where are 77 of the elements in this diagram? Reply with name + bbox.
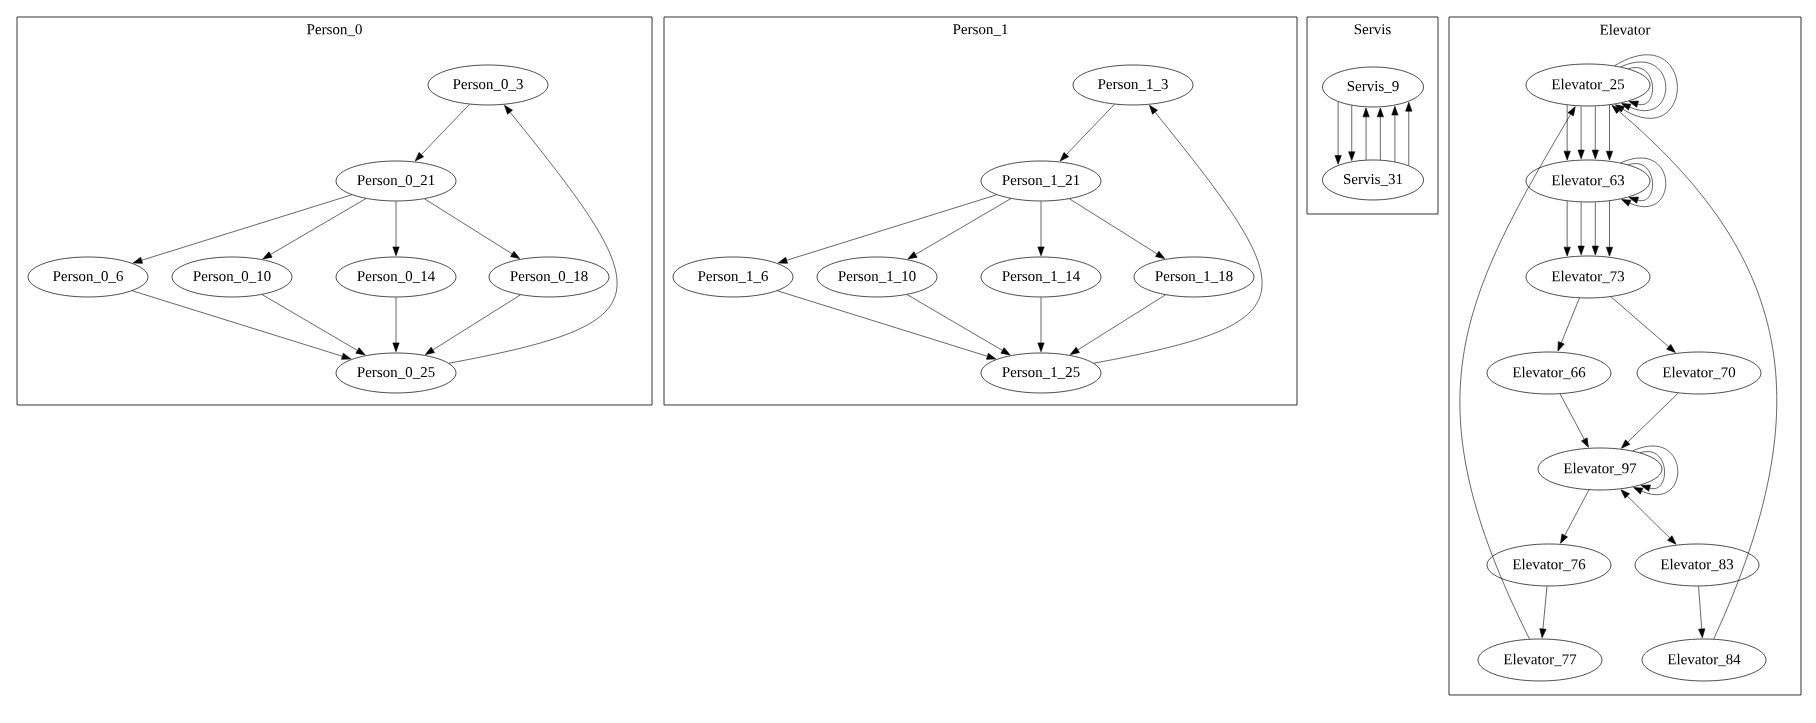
ellipse-node: Person_0_18 bbox=[488, 256, 610, 298]
ellipse-node: Person_1_25 bbox=[980, 352, 1102, 394]
arrow bbox=[424, 198, 520, 259]
arrow bbox=[1620, 158, 1667, 207]
arrow bbox=[1628, 163, 1653, 204]
ellipse-node: Elevator_84 bbox=[1641, 638, 1767, 682]
arrow bbox=[1037, 297, 1045, 353]
ellipse-node: Elevator_73 bbox=[1525, 255, 1651, 299]
arrow bbox=[1037, 201, 1045, 257]
arrow bbox=[1610, 296, 1676, 353]
arrow bbox=[1362, 107, 1370, 161]
arrow bbox=[1628, 67, 1653, 108]
ellipse-node: Elevator_63 bbox=[1525, 159, 1651, 203]
ellipse-node: Person_1_3 bbox=[1072, 64, 1194, 106]
arrow bbox=[1591, 201, 1599, 256]
arrow bbox=[1069, 198, 1165, 259]
arrow bbox=[1698, 586, 1706, 639]
arrow bbox=[1560, 489, 1590, 544]
arrow bbox=[1559, 393, 1589, 448]
arrow bbox=[1577, 105, 1585, 160]
ellipse-node: Elevator_76 bbox=[1486, 543, 1612, 587]
arrow bbox=[1640, 451, 1665, 492]
ellipse-node: Person_0_10 bbox=[171, 256, 293, 298]
arrow bbox=[907, 198, 1012, 260]
arrow bbox=[1459, 106, 1576, 640]
ellipse-node: Person_1_18 bbox=[1133, 256, 1255, 298]
ellipse-node: Elevator_25 bbox=[1525, 63, 1651, 107]
ellipse-node: Person_0_21 bbox=[335, 160, 457, 202]
arrow bbox=[1563, 104, 1571, 161]
ellipse-node: Person_0_25 bbox=[335, 352, 457, 394]
arrow bbox=[1577, 201, 1585, 256]
arrow bbox=[392, 297, 400, 353]
arrow bbox=[1621, 392, 1679, 449]
arrow bbox=[261, 294, 366, 356]
ellipse-node: Person_0_3 bbox=[427, 64, 549, 106]
arrow bbox=[425, 294, 521, 355]
arrow bbox=[1376, 107, 1384, 161]
arrow bbox=[448, 105, 617, 364]
arrow bbox=[1632, 446, 1679, 495]
arrow bbox=[777, 194, 997, 264]
arrow bbox=[414, 104, 470, 162]
arrow bbox=[777, 290, 997, 360]
arrow bbox=[1606, 200, 1613, 257]
ellipse-node: Servis_9 bbox=[1322, 66, 1424, 108]
arrow bbox=[1348, 105, 1356, 161]
arrow bbox=[1070, 294, 1166, 355]
arrow bbox=[132, 290, 352, 360]
arrow bbox=[392, 201, 400, 257]
arrow bbox=[1606, 104, 1613, 161]
arrow bbox=[132, 194, 352, 264]
ellipse-node: Elevator_70 bbox=[1636, 351, 1762, 395]
ellipse-node: Elevator_66 bbox=[1486, 351, 1612, 395]
arrow bbox=[1093, 105, 1262, 364]
arrow bbox=[1391, 105, 1399, 162]
ellipse-node: Person_1_10 bbox=[816, 256, 938, 298]
arrow bbox=[1611, 105, 1777, 640]
ellipse-node: Elevator_77 bbox=[1477, 638, 1603, 682]
ellipse-node: Person_1_21 bbox=[980, 160, 1102, 202]
ellipse-node: Elevator_83 bbox=[1634, 543, 1760, 587]
ellipse-node: Person_1_14 bbox=[980, 256, 1102, 298]
arrow bbox=[906, 294, 1011, 356]
ellipse-node: Person_0_14 bbox=[335, 256, 457, 298]
arrow bbox=[1563, 200, 1571, 257]
arrow bbox=[1620, 489, 1677, 545]
ellipse-node: Servis_31 bbox=[1322, 159, 1424, 201]
arrow bbox=[1557, 297, 1580, 352]
arrow bbox=[1591, 105, 1599, 160]
arrow bbox=[1614, 54, 1678, 119]
arrow bbox=[262, 198, 367, 260]
arrow bbox=[1620, 62, 1667, 111]
arrow bbox=[1405, 102, 1413, 166]
arrow bbox=[1334, 101, 1342, 165]
arrow bbox=[1539, 586, 1548, 639]
arrow bbox=[1059, 104, 1115, 162]
ellipse-node: Elevator_97 bbox=[1537, 447, 1663, 491]
ellipse-node: Person_1_6 bbox=[672, 256, 794, 298]
ellipse-node: Person_0_6 bbox=[27, 256, 149, 298]
